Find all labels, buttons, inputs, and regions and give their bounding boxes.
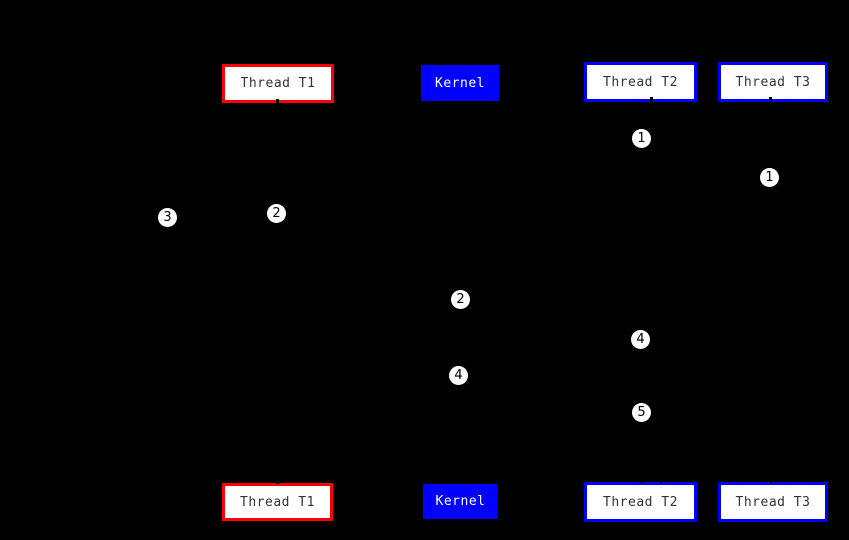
thread-t2-box-bottom: Thread T2 (584, 482, 697, 522)
step-marker-2-kernel: 2 (451, 290, 470, 309)
lifeline-stub-t2-bottom-a (640, 476, 643, 483)
thread-t2-box-top: Thread T2 (584, 62, 697, 102)
lifeline-stub-t3-bottom (769, 476, 772, 483)
step-marker-4-thread-t2: 4 (631, 330, 650, 349)
lifeline-stub-t3-top (769, 97, 772, 104)
step-marker-3-left: 3 (158, 208, 177, 227)
step-marker-1-thread-t3: 1 (760, 168, 779, 187)
step-marker-4-kernel: 4 (449, 366, 468, 385)
kernel-box-top: Kernel (421, 65, 499, 101)
step-marker-1-thread-t2: 1 (632, 129, 651, 148)
thread-t3-box-top: Thread T3 (718, 62, 828, 102)
lifeline-stub-t1-bottom (276, 477, 279, 484)
step-marker-2-thread-t1: 2 (267, 204, 286, 223)
thread-t3-box-bottom: Thread T3 (718, 482, 828, 522)
lifeline-stub-t2-bottom-b (659, 476, 662, 483)
step-marker-5-thread-t2: 5 (632, 403, 651, 422)
kernel-box-bottom: Kernel (423, 484, 498, 519)
lifeline-stub-t2-top (650, 97, 653, 104)
thread-t1-box-top: Thread T1 (222, 64, 334, 103)
thread-t1-box-bottom: Thread T1 (222, 483, 333, 521)
lifeline-stub-t1-top (276, 99, 279, 106)
